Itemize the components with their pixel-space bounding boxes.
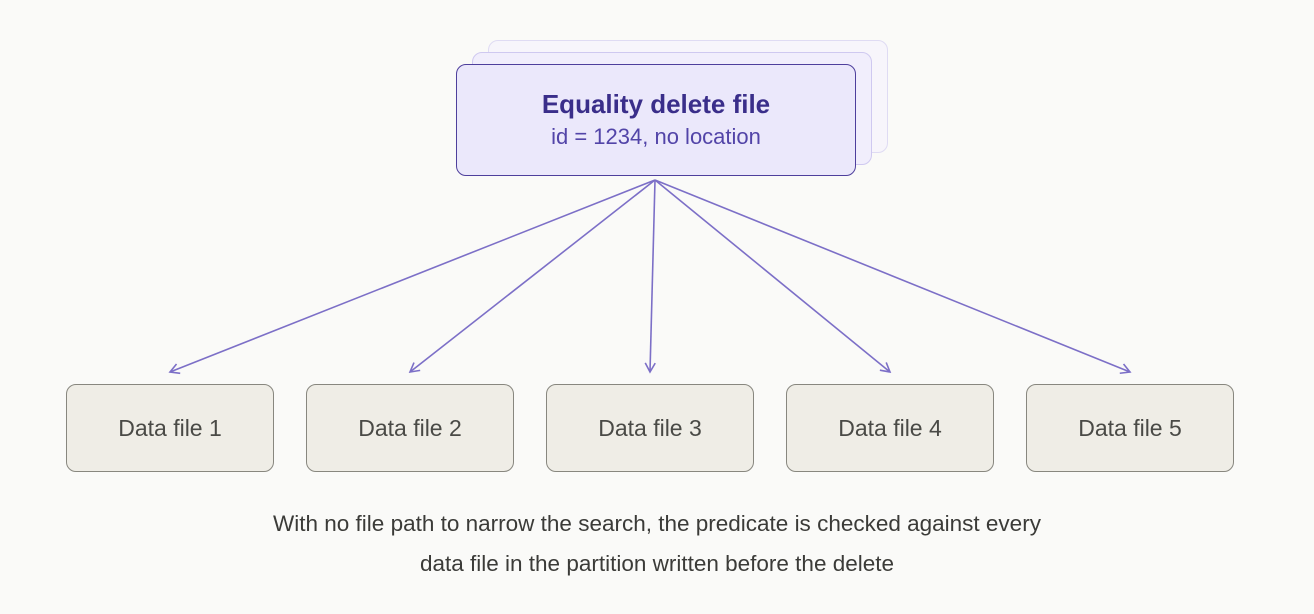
delete-file-title: Equality delete file xyxy=(541,89,771,119)
delete-file-subtitle: id = 1234, no location xyxy=(551,124,761,149)
data-file-3: Data file 3 xyxy=(546,384,754,472)
arrow-to-data-file-1 xyxy=(168,179,656,375)
data-file-5: Data file 5 xyxy=(1026,384,1234,472)
arrow-to-data-file-4 xyxy=(654,179,892,374)
data-file-4: Data file 4 xyxy=(786,384,994,472)
equality-delete-file-card: Equality delete file id = 1234, no locat… xyxy=(456,64,856,176)
arrow-to-data-file-2 xyxy=(408,179,656,374)
arrow-to-data-file-5 xyxy=(654,179,1132,375)
caption-line-1: With no file path to narrow the search, … xyxy=(273,511,1041,536)
data-file-1: Data file 1 xyxy=(66,384,274,472)
caption: With no file path to narrow the search, … xyxy=(0,504,1314,584)
caption-line-2: data file in the partition written befor… xyxy=(419,551,895,576)
data-file-2: Data file 2 xyxy=(306,384,514,472)
arrow-to-data-file-3 xyxy=(644,179,656,374)
